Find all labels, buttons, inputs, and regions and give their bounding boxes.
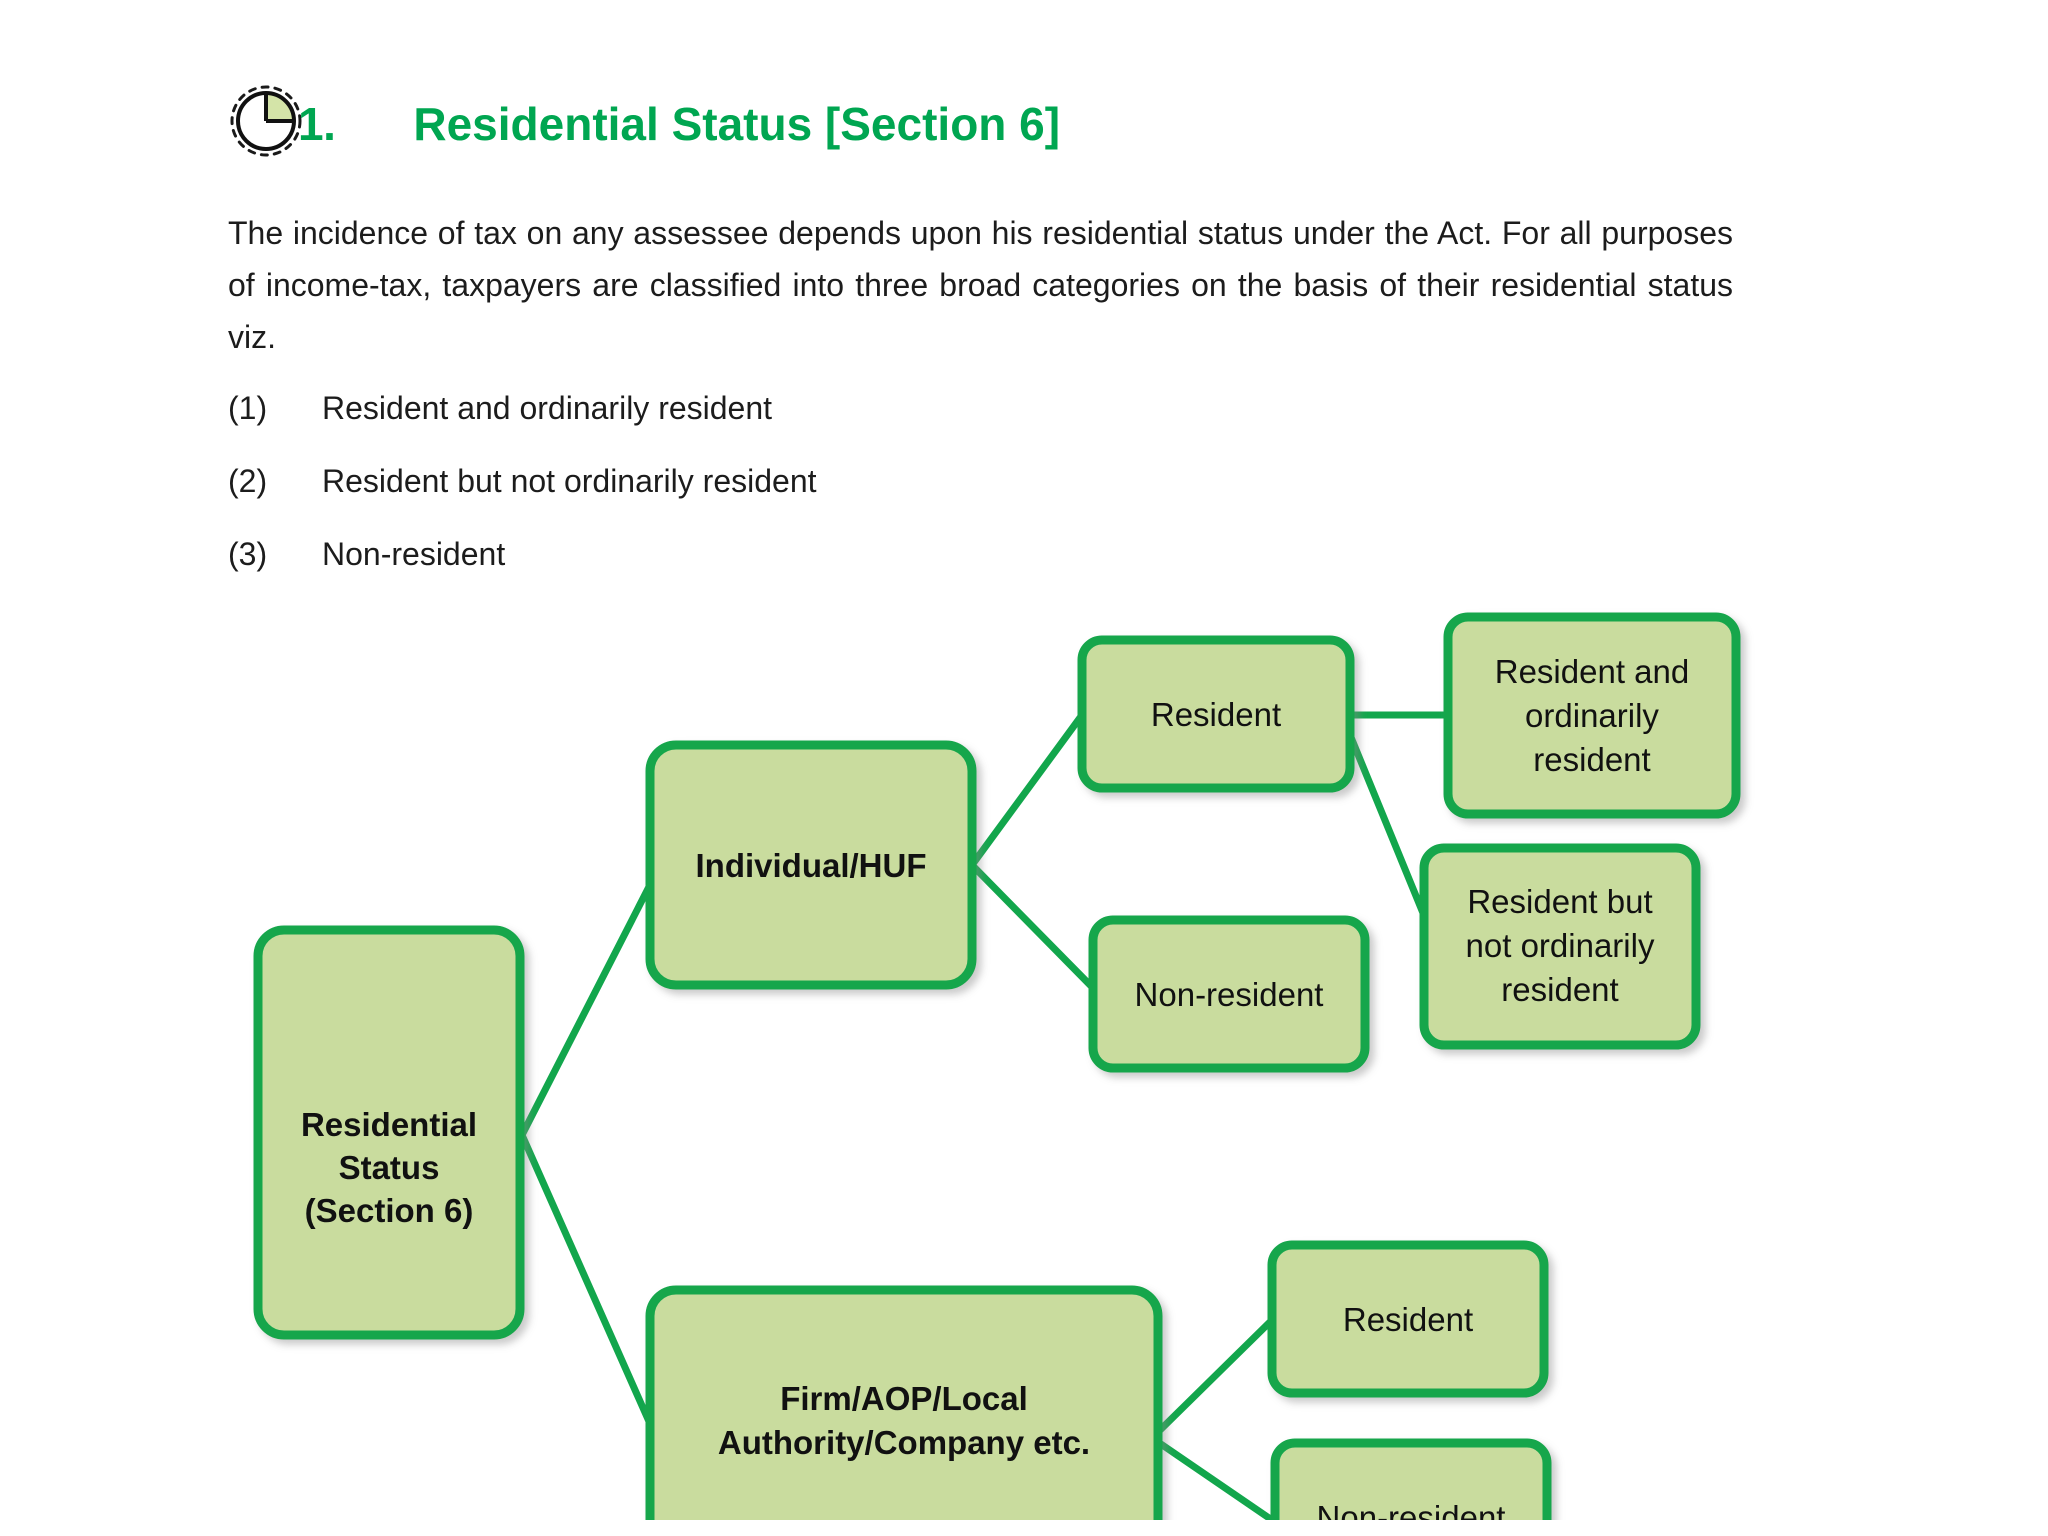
- node-label-line: Status: [339, 1149, 440, 1186]
- flow-node-nonresident-firm[interactable]: Non-resident: [1270, 1438, 1552, 1520]
- node-box: [1077, 635, 1355, 793]
- flow-node-nonresident-individual[interactable]: Non-resident: [1088, 915, 1370, 1073]
- pie-chart-icon: [228, 83, 304, 159]
- list-item-label: Resident and ordinarily resident: [322, 390, 773, 426]
- page-title: Residential Status [Section 6]: [413, 98, 1061, 150]
- flow-node-resident-firm[interactable]: Resident: [1267, 1240, 1549, 1398]
- flow-node-firm-aop[interactable]: Firm/AOP/Local Authority/Company etc.: [645, 1285, 1163, 1520]
- list-item: (3) Non-resident: [228, 532, 1733, 577]
- edge-individual-resident: [968, 711, 1086, 869]
- node-label-line: resident: [1501, 971, 1618, 1008]
- list-marker: (2): [228, 463, 268, 499]
- node-label-line: Resident but: [1467, 883, 1652, 920]
- intro-paragraph: The incidence of tax on any assessee dep…: [228, 215, 1733, 355]
- node-box: [253, 925, 525, 1340]
- category-list: (1) Resident and ordinarily resident (2)…: [228, 386, 1733, 605]
- node-label-line: resident: [1533, 741, 1650, 778]
- list-item-label: Resident but not ordinarily resident: [322, 463, 817, 499]
- flow-node-resident-individual[interactable]: Resident: [1077, 635, 1355, 793]
- node-label-line: Non-resident: [1317, 1499, 1506, 1520]
- edge-individual-nonresident: [968, 861, 1099, 994]
- node-label-line: Firm/AOP/Local: [780, 1380, 1028, 1417]
- flow-node-resident-not-ordinarily[interactable]: Resident but not ordinarily resident: [1419, 843, 1701, 1050]
- node-box: [1088, 915, 1370, 1073]
- flow-node-root[interactable]: Residential Status (Section 6): [253, 925, 525, 1340]
- edge-root-individual: [518, 871, 659, 1139]
- list-item-label: Non-resident: [322, 536, 506, 572]
- node-label-line: Residential: [301, 1106, 477, 1143]
- heading-number: 1.: [298, 98, 336, 150]
- flow-node-individual-huf[interactable]: Individual/HUF: [645, 740, 977, 990]
- node-label-line: Resident: [1151, 696, 1281, 733]
- list-marker: (1): [228, 390, 268, 426]
- node-box: [1267, 1240, 1549, 1398]
- list-item: (1) Resident and ordinarily resident: [228, 386, 1733, 431]
- node-box: [645, 740, 977, 990]
- page-heading: 1. Residential Status [Section 6]: [228, 85, 1061, 160]
- node-label-line: Authority/Company etc.: [718, 1424, 1090, 1461]
- residential-status-flowchart: Residential Status (Section 6) Individua…: [0, 590, 2048, 1520]
- flow-connectors: [518, 711, 1452, 1520]
- node-label-line: not ordinarily: [1466, 927, 1655, 964]
- edge-firm-nonresident: [1151, 1436, 1276, 1520]
- list-item: (2) Resident but not ordinarily resident: [228, 459, 1733, 504]
- node-label-line: Non-resident: [1135, 976, 1324, 1013]
- node-label-line: Resident: [1343, 1301, 1473, 1338]
- node-label-line: (Section 6): [305, 1192, 474, 1229]
- node-box: [1419, 843, 1701, 1050]
- edge-root-firm: [518, 1131, 659, 1439]
- edge-resident-rnor: [1344, 726, 1436, 939]
- node-box: [645, 1285, 1163, 1520]
- node-box: [1443, 612, 1741, 819]
- node-box: [1270, 1438, 1552, 1520]
- flow-node-resident-ordinarily[interactable]: Resident and ordinarily resident: [1443, 612, 1741, 819]
- node-label-line: Individual/HUF: [696, 847, 927, 884]
- list-marker: (3): [228, 536, 268, 572]
- edge-firm-resident: [1151, 1316, 1276, 1439]
- node-label-line: ordinarily: [1525, 697, 1659, 734]
- node-label-line: Resident and: [1495, 653, 1689, 690]
